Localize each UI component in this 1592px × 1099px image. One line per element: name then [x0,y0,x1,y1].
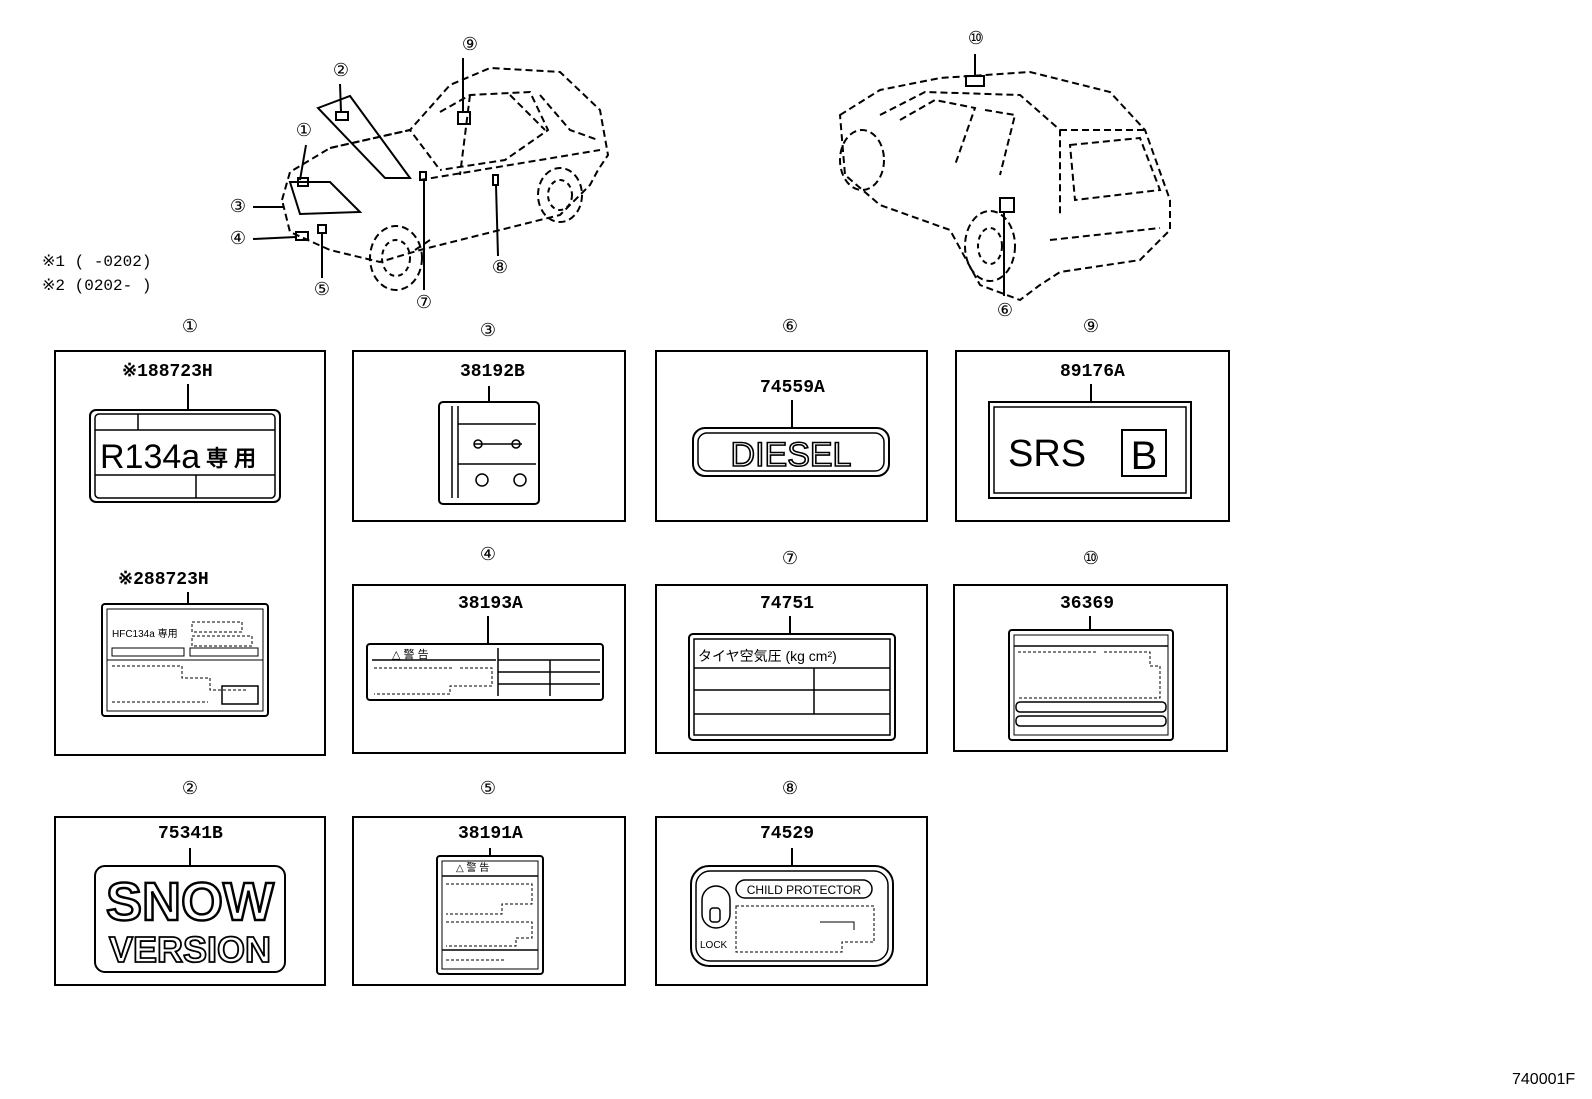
panel-7-circle: ⑦ [781,548,799,569]
callout-10-rear: ⑩ [967,28,985,49]
rear-vehicle-drawing [838,70,1171,302]
note-1: ※1 ( -0202) [42,253,152,271]
panel-10-label [1008,616,1174,741]
panel-9-part: 89176A [1060,362,1125,382]
panel-6-diesel-text: DIESEL [731,436,852,474]
panel-6-part: 74559A [760,378,825,398]
panel-10-part: 36369 [1060,594,1115,614]
panel-3-label [438,386,540,505]
panel-6-circle: ⑥ [781,316,799,337]
panel-4-label: △ 警 告 [366,616,604,701]
panel-3 [352,350,626,522]
panel-9-srs-text: SRS [1008,433,1086,475]
panel-2-snow-text: SNOW [106,872,274,932]
vehicle-illustrations [252,54,1171,302]
note-2: ※2 (0202- ) [42,277,152,295]
panel-4 [352,584,626,754]
panel-7 [655,584,928,754]
panel-1-jp-text: 専 用 [206,446,256,471]
panel-3-part: 38192B [460,362,525,382]
callout-7-front: ⑦ [415,292,433,313]
callout-9-front: ⑨ [461,34,479,55]
panel-5 [352,816,626,986]
front-vehicle-drawing [280,66,610,264]
panel-9-label: SRS B [988,384,1192,499]
panel-7-part: 74751 [760,594,815,614]
panel-4-part: 38193A [458,594,523,614]
callout-4-front: ④ [229,228,247,249]
callout-2-front: ② [332,60,350,81]
panel-1-label-hfc134a: HFC134a 専用 [101,592,269,717]
panel-4-warning-text: △ 警 告 [392,647,429,661]
callout-1-front: ① [295,120,313,141]
panel-8-circle: ⑧ [781,778,799,799]
panel-5-warning-text: △ 警 告 [456,861,489,874]
callout-5-front: ⑤ [313,279,331,300]
panel-9-circle: ⑨ [1082,316,1100,337]
panel-2-part: 75341B [158,824,223,844]
panel-9-b-text: B [1131,434,1158,478]
panel-8 [655,816,928,986]
panel-5-part: 38191A [458,824,523,844]
panel-2-version-text: VERSION [109,929,271,970]
panel-1-variant-2-part: ※288723H [118,570,209,590]
panel-1-circle: ① [181,316,199,337]
panel-8-part: 74529 [760,824,815,844]
panel-1-label-r134a: R134a 専 用 [89,384,281,503]
callout-6-rear: ⑥ [996,300,1014,321]
panel-7-label: タイヤ空気圧 (kg cm²) [688,616,896,741]
panel-5-circle: ⑤ [479,778,497,799]
panel-8-child-protector-text: CHILD PROTECTOR [747,883,862,897]
panel-3-circle: ③ [479,320,497,341]
panel-6 [655,350,928,522]
panel-1 [54,350,326,756]
panel-2 [54,816,326,986]
panel-1-variant-1-part: ※188723H [122,362,213,382]
panel-9 [955,350,1230,522]
panel-2-label: SNOW VERSION [94,848,286,973]
panel-10 [953,584,1228,752]
panel-10-circle: ⑩ [1082,548,1100,569]
callout-8-front: ⑧ [491,257,509,278]
panel-1-r134a-text: R134a [100,438,200,476]
panel-5-label: △ 警 告 [436,848,544,975]
panel-8-label: CHILD PROTECTOR LOCK [690,848,894,967]
panel-2-circle: ② [181,778,199,799]
figure-code: 740001F [1512,1071,1576,1088]
panel-8-lock-text: LOCK [700,940,728,951]
panel-6-label: DIESEL [692,400,890,477]
panel-4-circle: ④ [479,544,497,565]
panel-7-tire-text: タイヤ空気圧 (kg cm²) [698,648,837,664]
callout-3-front: ③ [229,196,247,217]
panel-1-hfc-text: HFC134a 専用 [112,628,178,640]
